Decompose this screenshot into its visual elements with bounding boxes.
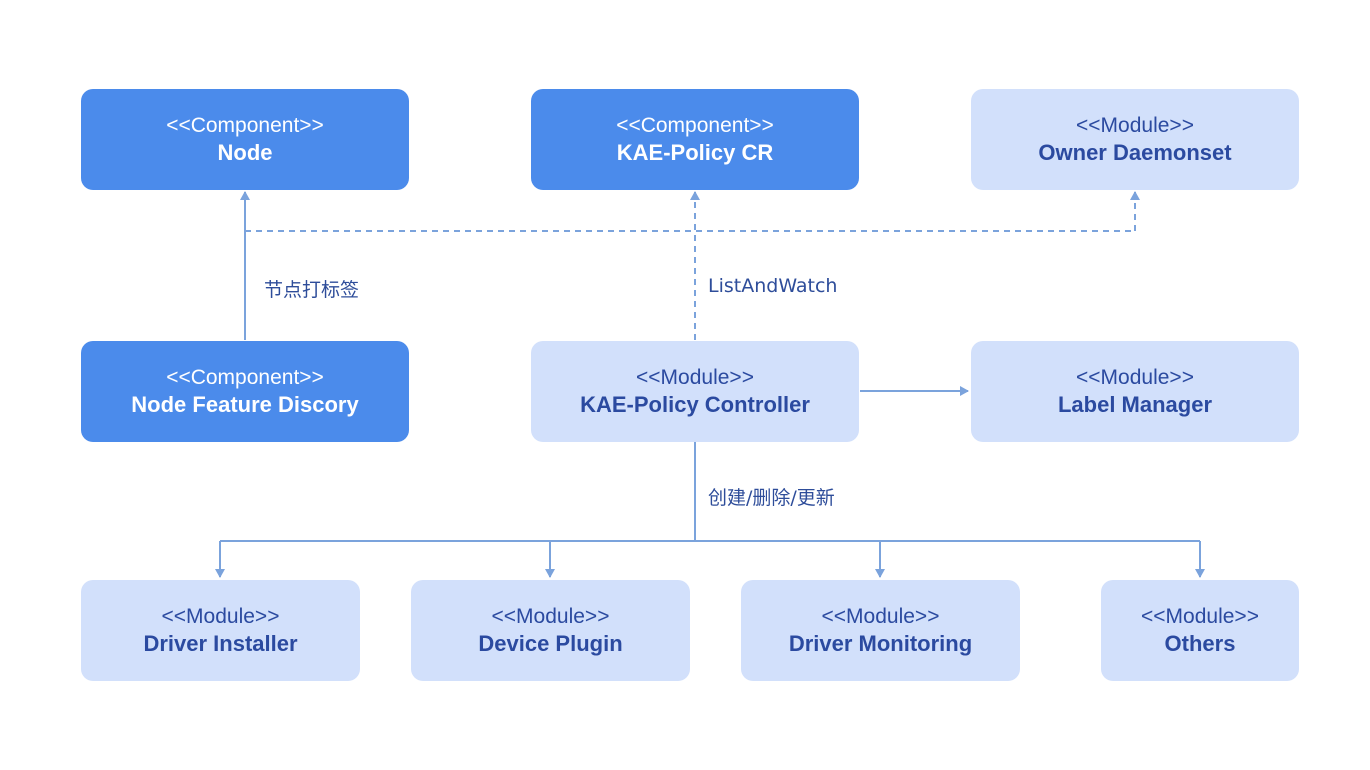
- driver-installer-name: Driver Installer: [143, 630, 298, 656]
- driver-installer-box: <<Module>> Driver Installer: [81, 580, 360, 681]
- edge-label-nfd-to-node: 节点打标签: [264, 279, 360, 301]
- kae-policy-controller-name: KAE-Policy Controller: [580, 391, 810, 417]
- label-manager-stereotype: <<Module>>: [1076, 365, 1194, 389]
- kae-policy-cr-name: KAE-Policy CR: [616, 139, 774, 165]
- others-name: Others: [1164, 630, 1236, 656]
- node-feature-discory-name: Node Feature Discory: [131, 391, 359, 417]
- owner-daemonset-name: Owner Daemonset: [1038, 139, 1232, 165]
- driver-installer-stereotype: <<Module>>: [161, 604, 280, 628]
- edge-label-create-delete-update: 创建/删除/更新: [708, 487, 835, 509]
- driver-monitoring-name: Driver Monitoring: [788, 630, 973, 656]
- label-manager-box: <<Module>> Label Manager: [971, 341, 1299, 442]
- node-name: Node: [217, 139, 273, 165]
- owner-daemonset-stereotype: <<Module>>: [1076, 113, 1194, 137]
- kae-policy-controller-box: <<Module>> KAE-Policy Controller: [531, 341, 859, 442]
- kae-policy-cr-stereotype: <<Component>>: [616, 113, 774, 137]
- edge-label-listandwatch: ListAndWatch: [708, 275, 838, 297]
- device-plugin-box: <<Module>> Device Plugin: [411, 580, 690, 681]
- others-box: <<Module>> Others: [1101, 580, 1299, 681]
- kae-policy-cr-box: <<Component>> KAE-Policy CR: [531, 89, 859, 190]
- label-manager-name: Label Manager: [1057, 391, 1213, 417]
- others-stereotype: <<Module>>: [1141, 604, 1259, 628]
- driver-monitoring-stereotype: <<Module>>: [821, 604, 940, 628]
- node-feature-discory-stereotype: <<Component>>: [166, 365, 324, 389]
- driver-monitoring-box: <<Module>> Driver Monitoring: [741, 580, 1020, 681]
- owner-daemonset-box: <<Module>> Owner Daemonset: [971, 89, 1299, 190]
- node-stereotype: <<Component>>: [166, 113, 324, 137]
- device-plugin-name: Device Plugin: [478, 630, 623, 656]
- node-feature-discory-box: <<Component>> Node Feature Discory: [81, 341, 409, 442]
- kae-policy-controller-stereotype: <<Module>>: [636, 365, 754, 389]
- node-box: <<Component>> Node: [81, 89, 409, 190]
- device-plugin-stereotype: <<Module>>: [491, 604, 610, 628]
